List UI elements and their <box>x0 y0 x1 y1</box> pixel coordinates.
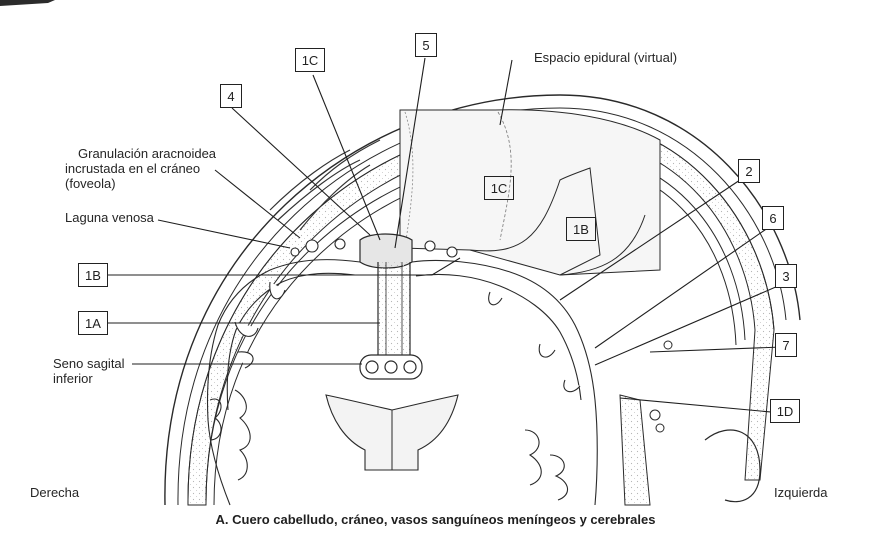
callout-7: 7 <box>775 333 797 357</box>
leader-lines <box>108 57 786 414</box>
label-left-side: Izquierda <box>774 485 828 500</box>
label-right-side: Derecha <box>30 485 80 500</box>
callout-6: 6 <box>762 206 784 230</box>
ear-outline <box>704 429 761 503</box>
label-arachnoid-granulation-l2: incrustada en el cráneo <box>65 161 201 176</box>
callout-1A: 1A <box>78 311 108 335</box>
label-inferior-sagittal-sinus-l1: Seno sagital <box>53 356 125 371</box>
callout-1C-inner: 1C <box>484 176 514 200</box>
callout-1B-inner: 1B <box>566 217 596 241</box>
corner-mark <box>0 0 55 6</box>
lower-gyri <box>209 389 569 501</box>
callout-1C-top: 1C <box>295 48 325 72</box>
callout-2: 2 <box>738 159 760 183</box>
dura-region <box>399 109 661 276</box>
figure-caption: A. Cuero cabelludo, cráneo, vasos sanguí… <box>215 512 656 527</box>
arachnoid-granulations <box>290 238 458 258</box>
callout-1B-left: 1B <box>78 263 108 287</box>
label-arachnoid-granulation-l1: Granulación aracnoidea <box>78 146 217 161</box>
callout-3: 3 <box>775 264 797 288</box>
skull-bone <box>187 117 775 506</box>
label-inferior-sagittal-sinus-l2: inferior <box>53 371 93 386</box>
callout-4: 4 <box>220 84 242 108</box>
inferior-sagittal-sinus <box>359 354 423 380</box>
cerebral-cortex <box>206 259 598 506</box>
label-venous-lacuna: Laguna venosa <box>65 210 154 225</box>
falx-cerebri <box>377 262 411 361</box>
callout-1D: 1D <box>770 399 800 423</box>
label-arachnoid-granulation-l3: (foveola) <box>65 176 116 191</box>
label-epidural-space: Espacio epidural (virtual) <box>534 50 678 65</box>
scalp-veins <box>269 139 381 231</box>
callout-5: 5 <box>415 33 437 57</box>
